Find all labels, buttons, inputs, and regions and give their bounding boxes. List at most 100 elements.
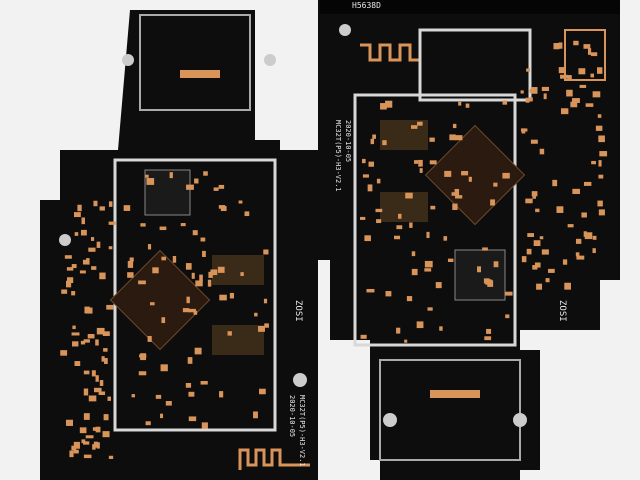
copper-pad (592, 91, 601, 98)
copper-pad (530, 87, 538, 94)
copper-pad (597, 114, 602, 118)
copper-pad (567, 224, 574, 228)
copper-pad (263, 298, 268, 304)
copper-pad (465, 103, 470, 108)
copper-pad (360, 216, 366, 220)
copper-pad (79, 270, 86, 274)
copper-pad (258, 326, 265, 332)
copper-pad (90, 237, 95, 241)
copper-pad (590, 73, 595, 78)
copper-pad (193, 310, 198, 315)
copper-pad (575, 238, 582, 244)
copper-pad (108, 246, 113, 250)
copper-pad (180, 223, 186, 227)
copper-pad (182, 308, 190, 313)
copper-pad (502, 100, 508, 105)
copper-pad (539, 148, 545, 155)
copper-pad (532, 265, 538, 270)
copper-pad (583, 231, 587, 237)
copper-pad (93, 200, 98, 207)
copper-pad (91, 266, 97, 270)
copper-pad (84, 306, 90, 314)
copper-pad (185, 263, 192, 270)
copper-pad (160, 364, 168, 372)
copper-pad (74, 361, 81, 367)
copper-pad (191, 272, 195, 279)
copper-pad (99, 206, 105, 211)
copper-pad (140, 353, 147, 361)
copper-pad (439, 326, 443, 331)
copper-pad (259, 388, 266, 395)
copper-pad (238, 200, 243, 204)
copper-pad (404, 339, 408, 343)
copper-pad (521, 256, 527, 263)
copper-pad (410, 125, 418, 129)
copper-pad (83, 413, 90, 420)
copper-pad (573, 40, 579, 46)
copper-pad (411, 268, 418, 276)
copper-pad (194, 347, 202, 355)
copper-pad (101, 356, 105, 362)
copper-pad (72, 341, 79, 347)
copper-pad (71, 445, 77, 451)
copper-pad (61, 289, 68, 294)
copper-pad (102, 431, 110, 438)
copper-pad (73, 212, 81, 218)
copper-pad (67, 277, 74, 284)
right-board-model: MC32T(P5)-H3-V2.1 (334, 120, 342, 192)
copper-pad (396, 327, 401, 334)
copper-pad (127, 260, 134, 268)
copper-pad (161, 256, 167, 261)
copper-pad (66, 267, 74, 271)
copper-pad (380, 103, 387, 110)
copper-pad (581, 212, 587, 218)
copper-pad (91, 370, 96, 377)
copper-pad (426, 231, 430, 239)
copper-pad (468, 176, 472, 182)
copper-pad (443, 236, 448, 241)
copper-pad (592, 235, 597, 240)
copper-pad (103, 348, 108, 352)
copper-pad (444, 170, 452, 177)
copper-pad (145, 421, 151, 426)
copper-pad (560, 74, 568, 79)
copper-pad (584, 232, 593, 240)
copper-pad (106, 304, 114, 310)
copper-pad (409, 222, 413, 228)
copper-pad (455, 195, 463, 199)
copper-pad (556, 206, 564, 213)
copper-pad (567, 75, 572, 81)
copper-pad (534, 262, 541, 268)
copper-pad (96, 327, 105, 335)
copper-pad (558, 42, 563, 49)
copper-pad (598, 135, 605, 143)
copper-pad (192, 230, 198, 236)
copper-pad (82, 441, 90, 445)
copper-pad (362, 174, 369, 178)
copper-pad (532, 195, 536, 199)
copper-pad (229, 292, 235, 299)
copper-pad (530, 139, 538, 144)
copper-pad (533, 240, 541, 247)
copper-pad (194, 178, 199, 184)
copper-pad (405, 192, 413, 199)
copper-pad (429, 160, 437, 165)
copper-pad (92, 427, 97, 431)
copper-pad (73, 441, 80, 449)
copper-pad (188, 308, 196, 313)
copper-pad (502, 172, 510, 179)
copper-pad (385, 100, 393, 108)
copper-pad (95, 375, 99, 382)
copper-pad (172, 256, 177, 263)
copper-pad (147, 244, 152, 250)
copper-pad (521, 128, 526, 134)
copper-pad (447, 258, 454, 262)
copper-pad (200, 380, 208, 385)
copper-pad (218, 205, 226, 209)
copper-pad (592, 248, 596, 254)
copper-pad (108, 455, 114, 459)
copper-pad (69, 450, 74, 458)
copper-pad (566, 89, 573, 97)
copper-pad (86, 258, 90, 265)
copper-pad (77, 204, 82, 212)
